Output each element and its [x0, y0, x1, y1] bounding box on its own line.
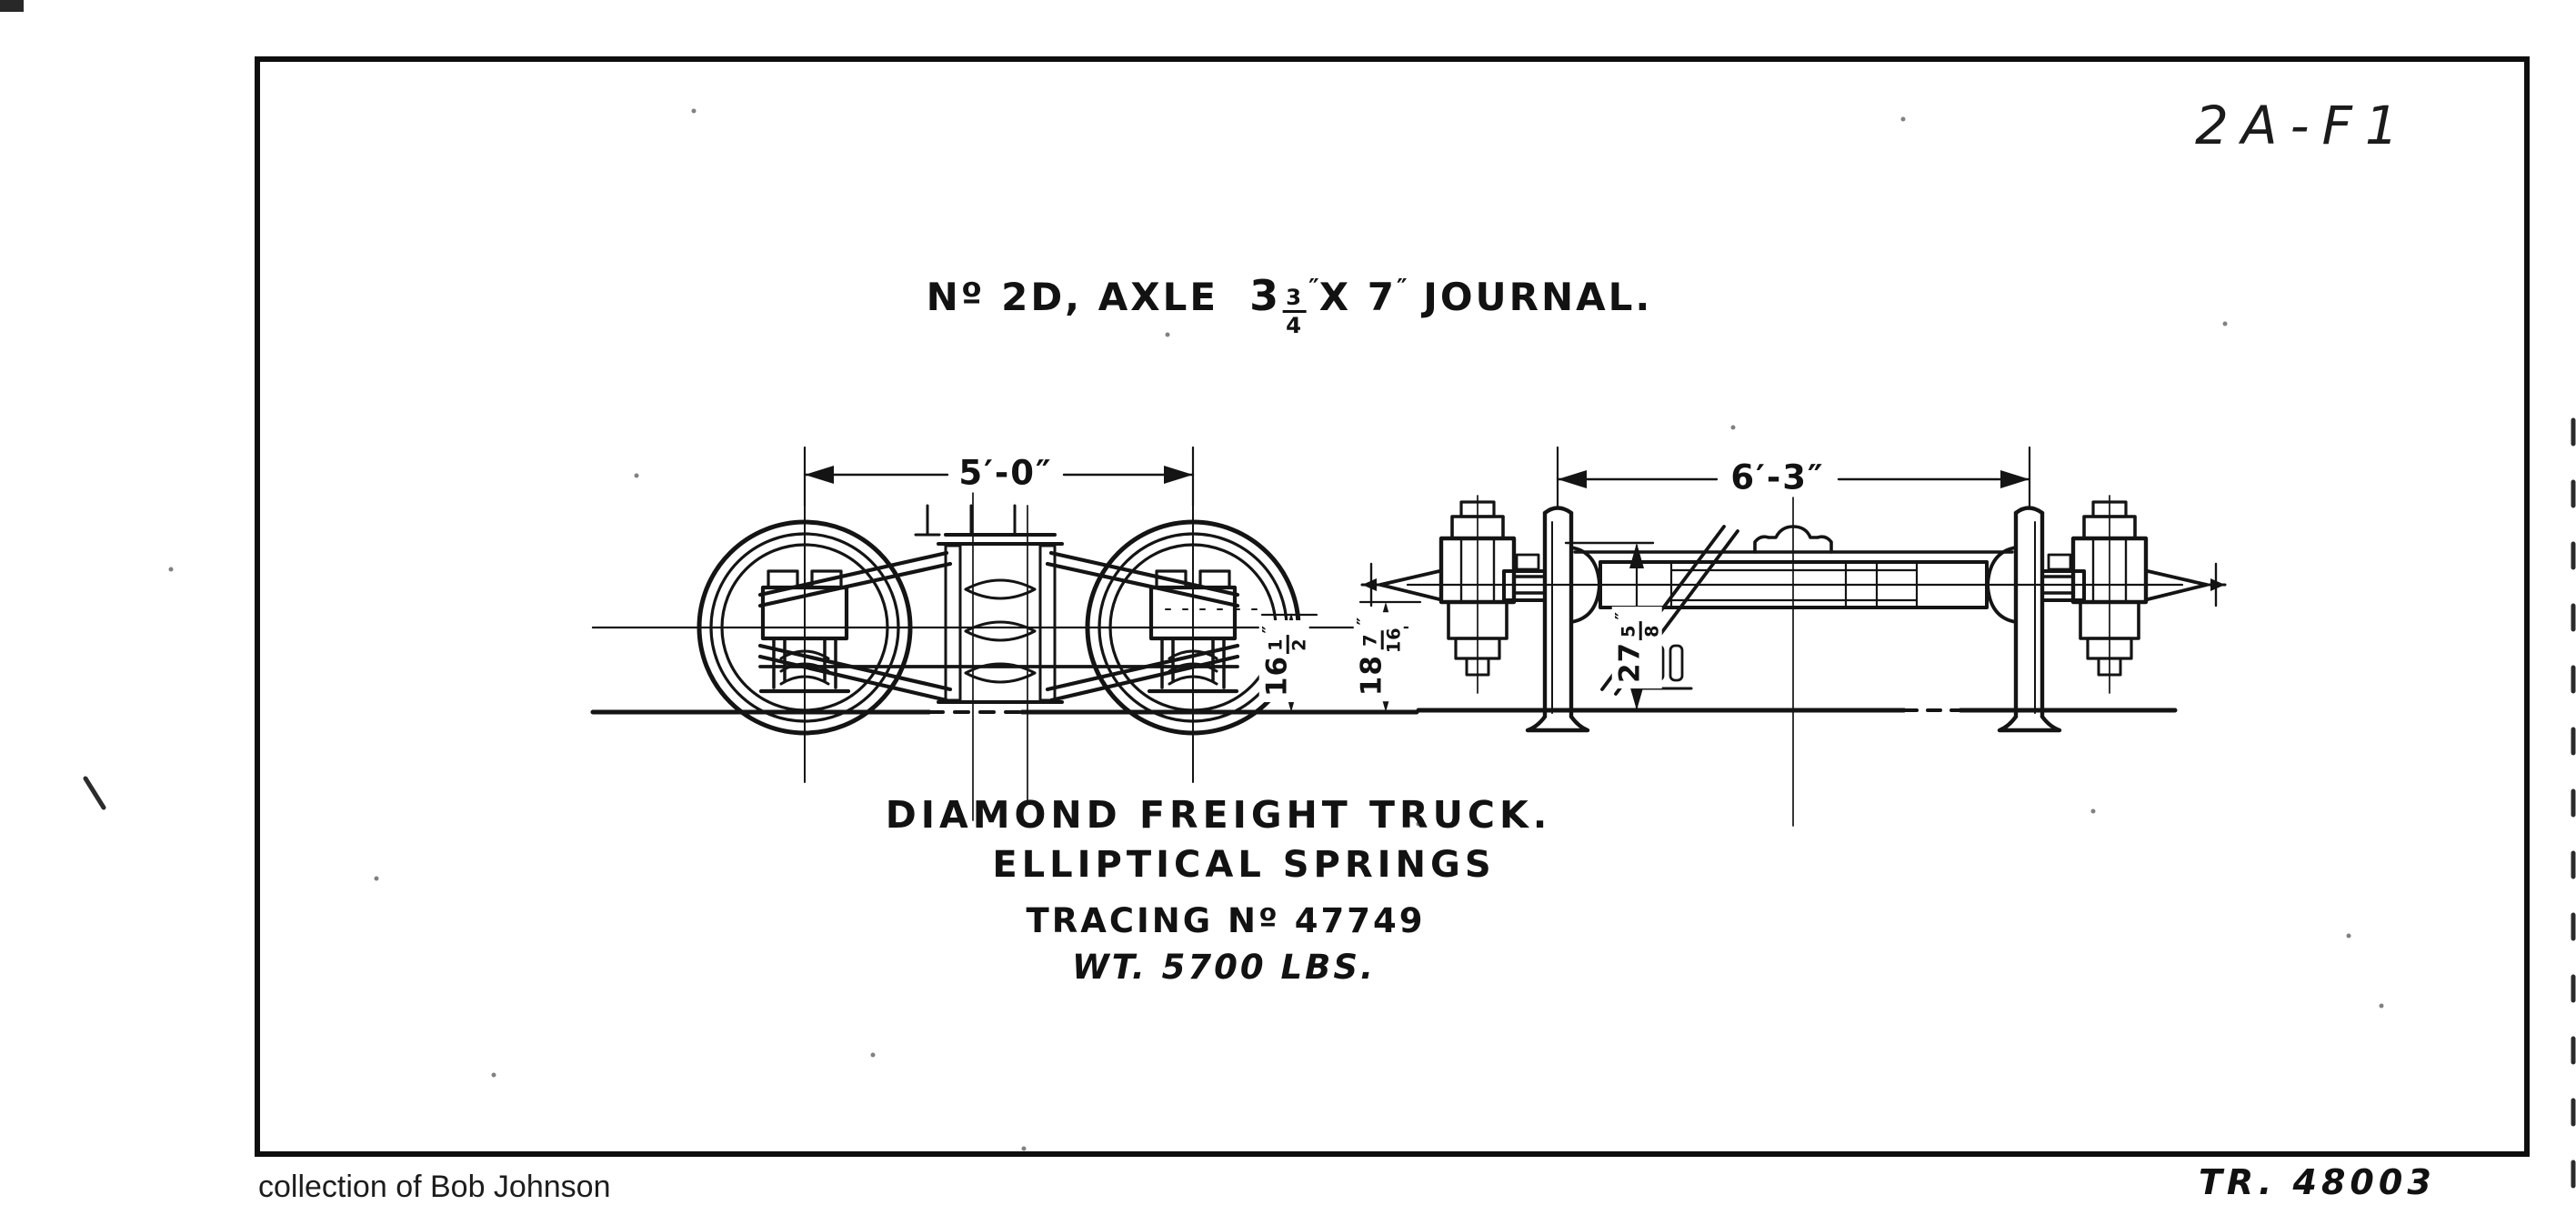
sheet-code-label: 2A-F1: [2195, 95, 2411, 156]
journal-box-left: [758, 569, 851, 694]
title-text-part1: Nº 2D, AXLE: [926, 275, 1219, 319]
dimension-line-wheelbase: [803, 446, 1195, 507]
inch-mark: ″: [1396, 274, 1408, 302]
end-view-drawing: [1360, 446, 2227, 827]
end-view-journal-right: [2040, 495, 2227, 694]
wheelbase-dimension-label: 5′-0″: [949, 453, 1062, 493]
side-view-drawing: [590, 446, 1422, 821]
fraction-numerator: 5: [1619, 621, 1643, 640]
caption-tracing-number: TRACING Nº 47749: [1026, 901, 1426, 940]
inch-mark: ″: [1258, 625, 1280, 634]
inch-mark: ″: [1308, 274, 1319, 302]
caption-spring-type: ELLIPTICAL SPRINGS: [992, 844, 1496, 886]
end-view-wheel-right: [1986, 506, 2062, 733]
fraction-denominator: 8: [1642, 624, 1664, 638]
tracing-ref-label: TR. 48003: [2199, 1162, 2436, 1202]
fraction-numerator: 7: [1360, 630, 1385, 649]
dim-whole: 27: [1613, 641, 1647, 684]
end-view-wheel-left: [1525, 506, 1601, 733]
fraction-denominator: 16: [1384, 627, 1406, 654]
dimension-line-axle-length: [1556, 446, 2031, 507]
dim-whole: 16: [1260, 655, 1294, 698]
inch-mark: ″: [1353, 617, 1375, 626]
caption-truck-type: DIAMOND FREIGHT TRUCK.: [885, 793, 1552, 837]
elliptical-spring-group: [914, 487, 1064, 821]
collection-note-label: collection of Bob Johnson: [258, 1170, 611, 1204]
fraction-denominator: 4: [1286, 312, 1305, 339]
end-view-journal-left: [1360, 495, 1547, 694]
axle-size-whole: 3: [1249, 271, 1282, 320]
arch-bars: [757, 550, 1240, 703]
fraction-numerator: 3: [1283, 286, 1308, 314]
title-text-part2: X 7: [1318, 275, 1397, 319]
fraction-numerator: 1: [1266, 635, 1290, 654]
dim-whole: 18: [1355, 655, 1388, 697]
title-text-part3: JOURNAL.: [1423, 275, 1653, 319]
border-frame: [255, 56, 2530, 1157]
axle-length-dimension-label: 6′-3″: [1721, 457, 1834, 497]
inch-mark: ″: [1611, 611, 1633, 620]
caption-weight: WT. 5700 LBS.: [1071, 948, 1377, 987]
fraction-denominator: 2: [1289, 638, 1311, 651]
side-view-wheel-left: [697, 501, 913, 783]
center-plate-bracket: [1753, 525, 1833, 554]
